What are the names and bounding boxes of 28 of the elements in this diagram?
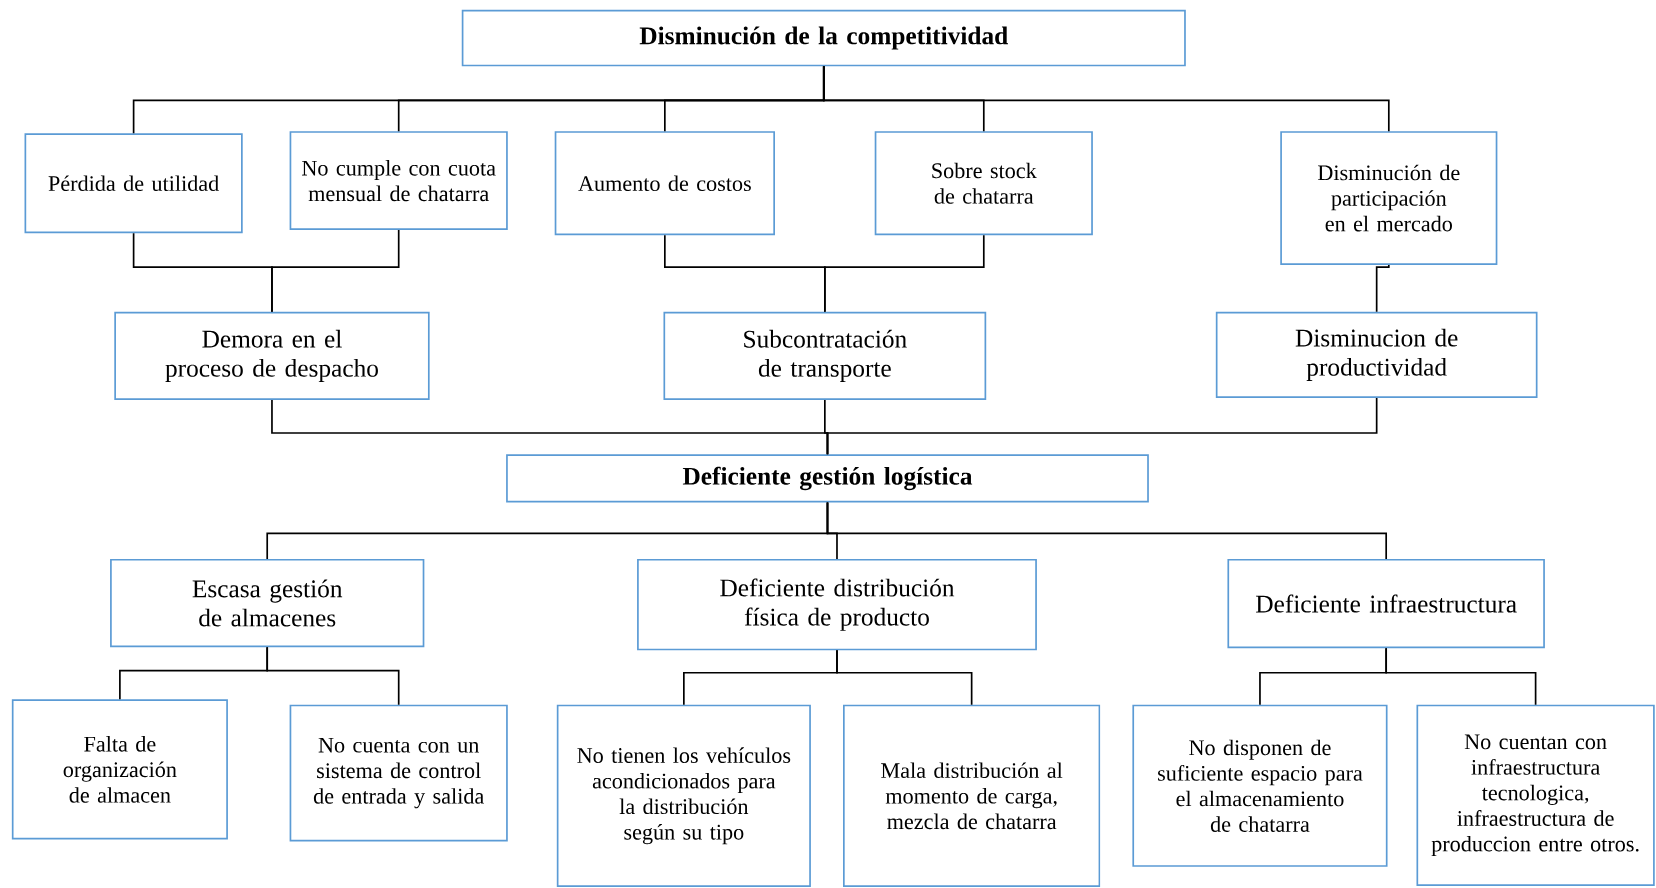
connector-line <box>824 234 985 313</box>
problem-box: Deficiente infraestructura <box>1227 558 1545 649</box>
problem-box: Pérdida de utilidad <box>24 133 243 234</box>
problem-box: No cuenta con un sistema de control de entrada y salida <box>289 704 508 842</box>
problem-box: Subcontratación de transporte <box>663 311 987 400</box>
connector-line <box>271 229 400 313</box>
problem-box: Sobre stock de chatarra <box>874 131 1093 236</box>
problem-box: No cuentan con infraestructura tecnologica, infraestructura de produccion entre otros. <box>1416 704 1655 886</box>
problem-box: No cumple con cuota mensual de chatarra <box>289 131 508 230</box>
heading-box: Disminución de la competitividad <box>461 9 1186 67</box>
connector-line <box>826 501 1388 560</box>
connector-line <box>836 649 973 706</box>
problem-box: Deficiente distribución física de producto <box>637 558 1037 651</box>
connector-line <box>266 646 400 706</box>
heading-box: Deficiente gestión logística <box>506 454 1149 503</box>
problem-box: No disponen de suficiente espacio para el almacenamiento de chatarra <box>1132 704 1388 867</box>
connector-line <box>1375 263 1390 313</box>
problem-box: No tienen los vehículos acondicionados para la distribución según su tipo <box>556 704 811 887</box>
problem-box: Disminución de participación en el mercado <box>1280 131 1498 265</box>
connector-line <box>822 65 1390 132</box>
problem-box: Mala distribución al momento de carga, mezcla de chatarra <box>843 704 1101 887</box>
problem-box: Falta de organización de almacen <box>11 699 228 840</box>
connector-line <box>826 397 1378 456</box>
problem-box: Escasa gestión de almacenes <box>110 558 425 648</box>
problem-box: Aumento de costos <box>554 131 775 236</box>
connector-line <box>1385 647 1537 706</box>
problem-box: Demora en el proceso de despacho <box>114 311 430 400</box>
problem-box: Disminucion de productividad <box>1215 311 1538 398</box>
